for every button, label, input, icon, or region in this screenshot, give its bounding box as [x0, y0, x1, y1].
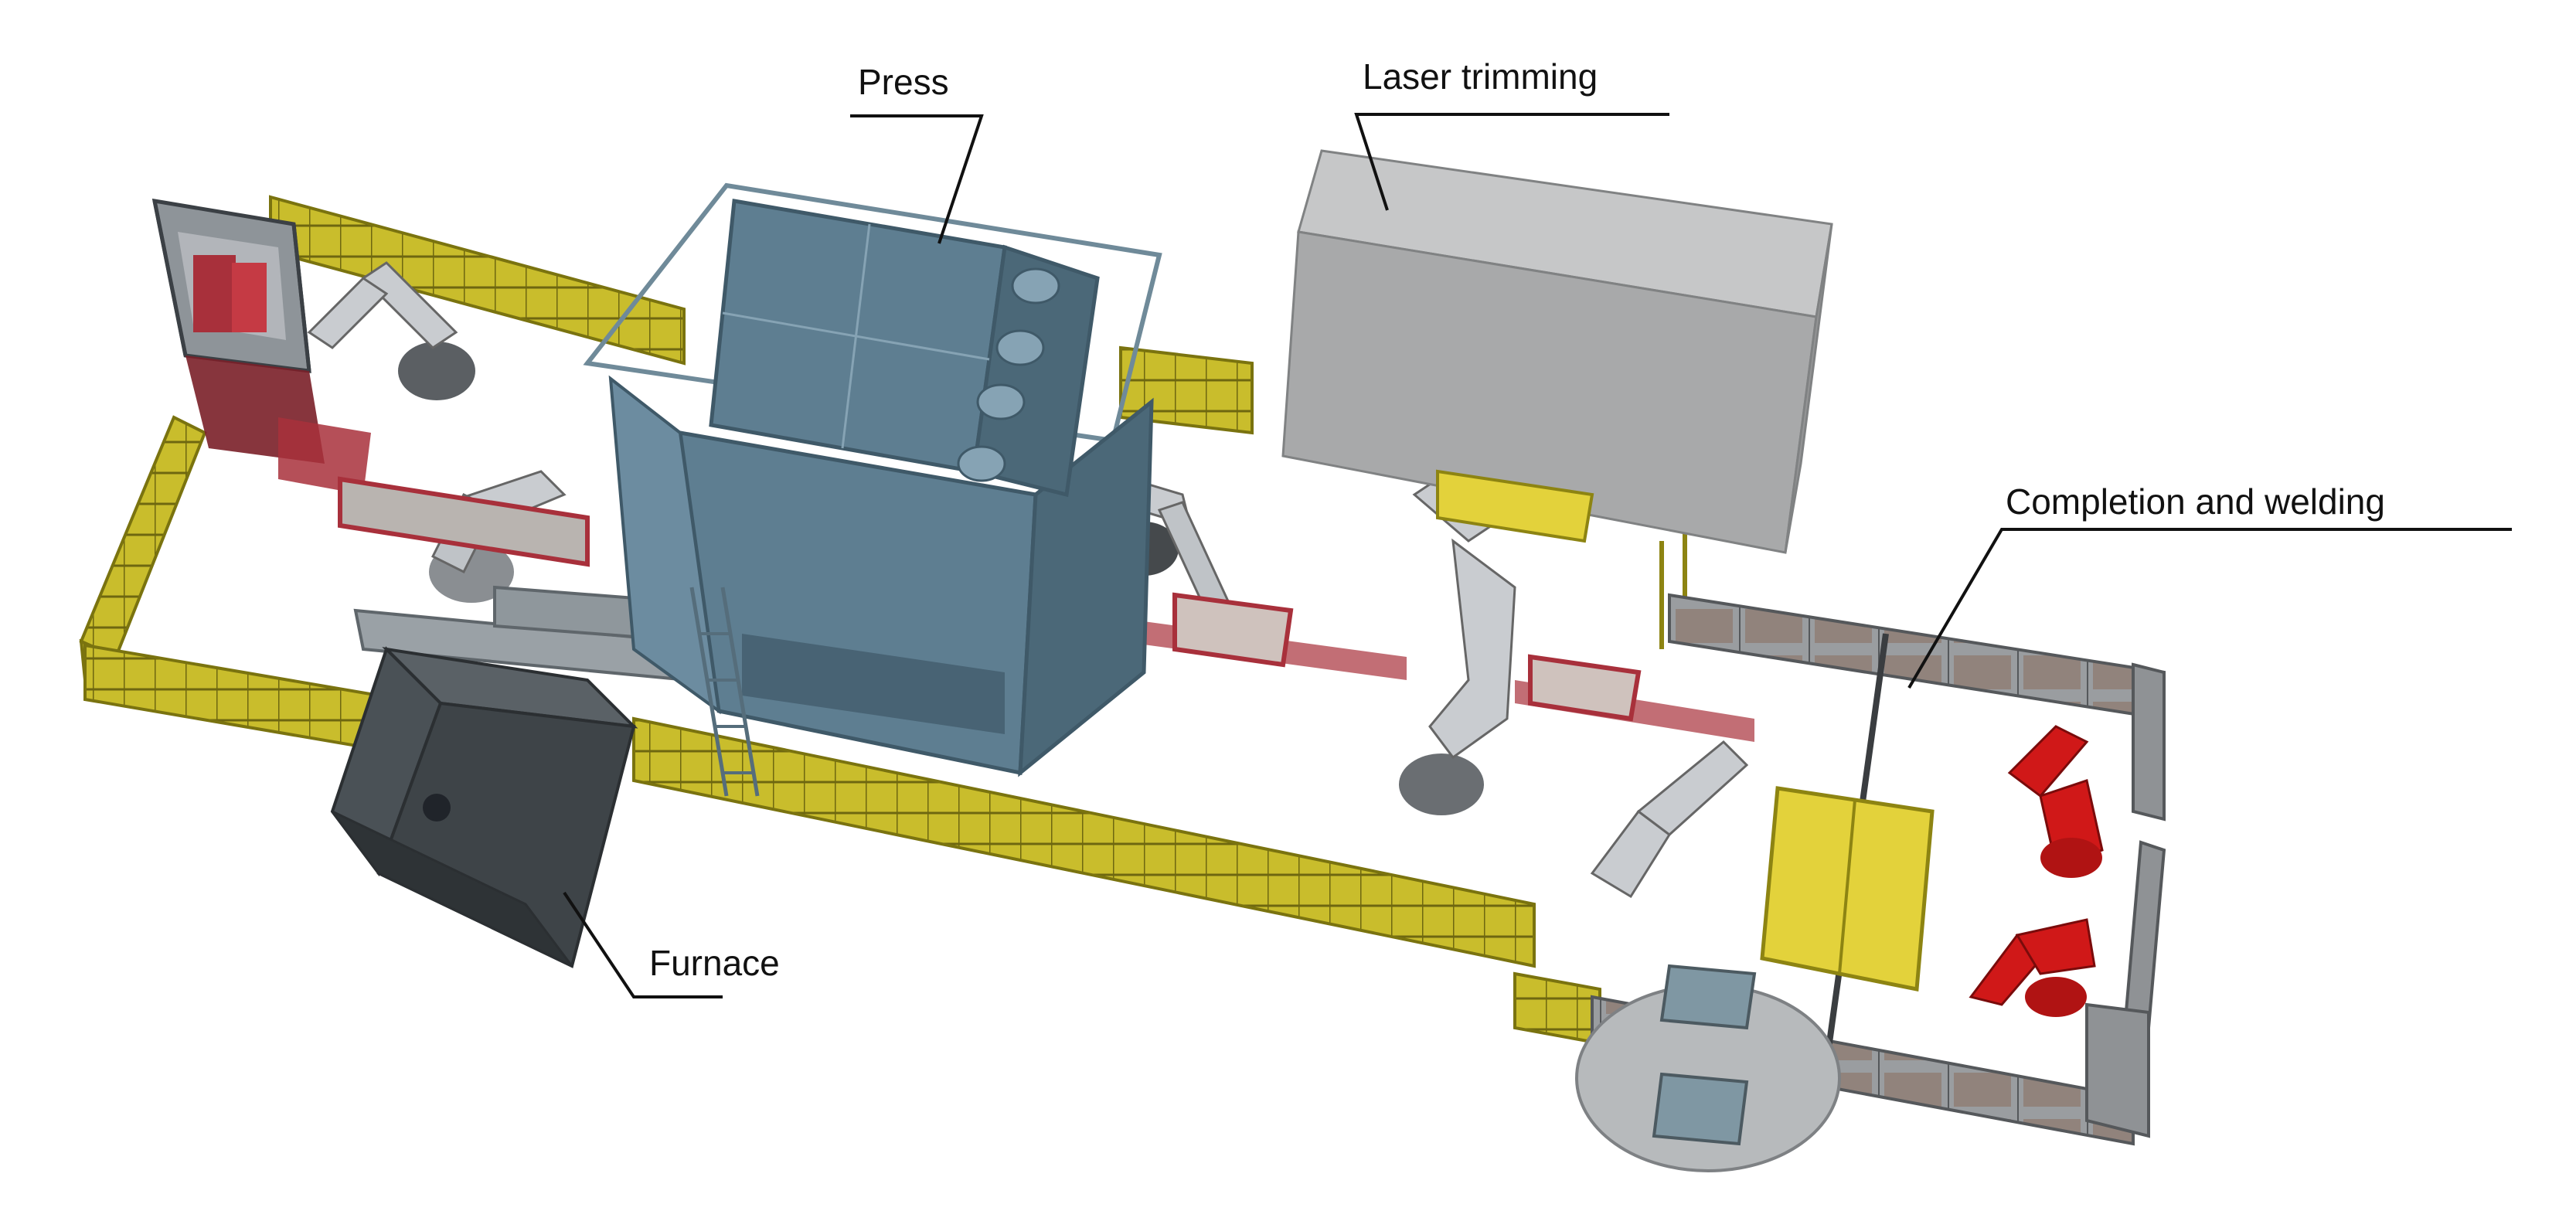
fixture-right: [1515, 654, 1754, 742]
robot-center: [1399, 478, 1516, 815]
leader-furnace: [563, 891, 723, 998]
leader-press: [850, 114, 984, 244]
robot-loader: [307, 261, 475, 400]
press-cylinders: [957, 267, 1060, 482]
robot-welding-transfer: [1590, 740, 1749, 899]
fence-segment-bottom-right: [1513, 971, 1601, 1046]
label-laser-trimming: Laser trimming: [1363, 56, 1598, 97]
safety-fence: [79, 195, 1687, 1046]
leader-laser: [1354, 113, 1669, 211]
laser-trimming-cell: [1281, 149, 1833, 554]
fence-segment-top-mid: [1119, 345, 1254, 435]
welding-robot-lower: [1969, 918, 2096, 1017]
laser-fixture: [1436, 469, 1594, 543]
leader-completion: [1907, 528, 2512, 689]
welding-robot-upper: [2007, 725, 2104, 878]
furnace-unit: [330, 646, 638, 968]
fence-segment-bottom-left: [83, 643, 403, 756]
callout-leaders: [563, 113, 2512, 998]
press-ladder: [689, 587, 760, 797]
welding-wall-back: [1668, 593, 2166, 721]
label-completion-welding: Completion and welding: [2006, 481, 2385, 522]
label-press: Press: [858, 62, 949, 102]
fence-segment-bottom-long: [632, 716, 1536, 968]
fence-segment-left: [79, 415, 207, 659]
fixture-mid: [1121, 592, 1407, 680]
turntable: [1575, 964, 1841, 1172]
fixture-left: [278, 417, 590, 567]
welding-wall-right: [2132, 662, 2166, 822]
label-furnace: Furnace: [649, 943, 780, 983]
press-machine: [583, 182, 1162, 797]
